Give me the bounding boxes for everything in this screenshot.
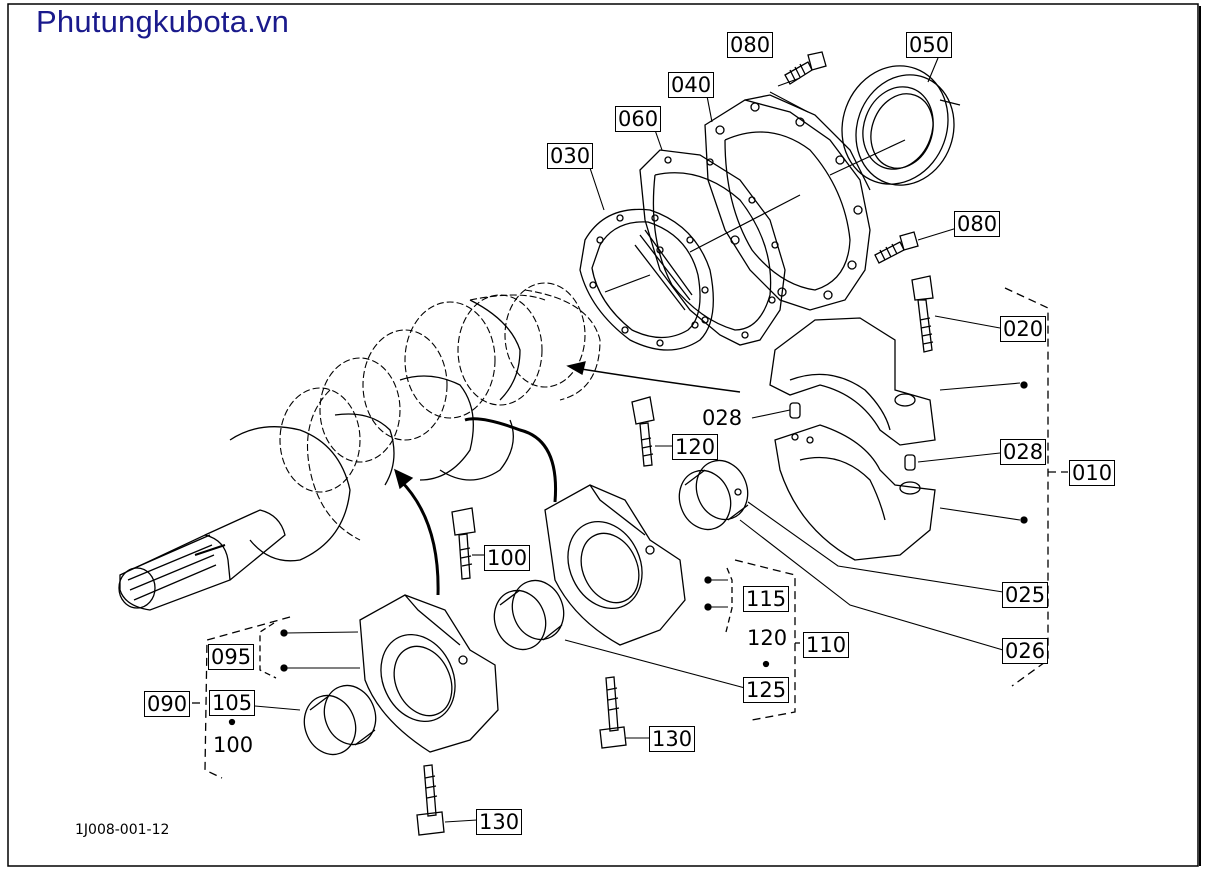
crankshaft-illustration — [279, 282, 601, 541]
bolt-120-upper — [631, 396, 655, 467]
bushing-105 — [303, 684, 377, 756]
bolt-020 — [911, 275, 934, 353]
callout-110[interactable]: 110 — [803, 632, 850, 658]
dowel-028-b — [904, 454, 916, 471]
callout-010[interactable]: 010 — [1069, 460, 1116, 486]
bearing-case-010 — [769, 317, 936, 561]
dowel-028-a — [789, 402, 801, 419]
bolt-130-middle — [599, 676, 627, 749]
callout-040[interactable]: 040 — [668, 72, 715, 98]
bushing-025 — [678, 459, 749, 531]
callout-100-bolt[interactable]: 100 — [484, 545, 531, 571]
bolt-100 — [451, 507, 476, 580]
callout-030[interactable]: 030 — [547, 143, 594, 169]
callout-120-group[interactable]: 120 — [747, 626, 788, 650]
callout-026[interactable]: 026 — [1002, 638, 1049, 664]
callout-020[interactable]: 020 — [1000, 316, 1047, 342]
callout-090[interactable]: 090 — [144, 691, 191, 717]
watermark-text: Phutungkubota.vn — [36, 4, 290, 39]
crankshaft-solid — [118, 299, 521, 611]
callout-080-top[interactable]: 080 — [727, 32, 774, 58]
callout-095[interactable]: 095 — [208, 644, 255, 670]
bearing-case-090 — [359, 594, 499, 753]
callout-105[interactable]: 105 — [209, 690, 256, 716]
bushing-125 — [493, 579, 565, 651]
callout-120-upper[interactable]: 120 — [672, 434, 719, 460]
callout-100-group[interactable]: 100 — [213, 733, 254, 757]
callout-130-lower[interactable]: 130 — [476, 809, 523, 835]
bracket-095 — [259, 622, 277, 679]
callout-028-right[interactable]: 028 — [1000, 439, 1047, 465]
bearing-case-110 — [544, 484, 686, 646]
callout-080-right[interactable]: 080 — [954, 211, 1001, 237]
bracket-115 — [725, 567, 733, 633]
bolt-080-right — [874, 231, 919, 264]
drawing-code: 1J008-001-12 — [75, 822, 170, 838]
callout-050[interactable]: 050 — [906, 32, 953, 58]
bolt-130-lower — [416, 764, 445, 836]
leader-lines — [254, 57, 1021, 823]
bracket-010 — [1004, 287, 1068, 687]
callout-125[interactable]: 125 — [743, 677, 790, 703]
diagram-border — [7, 3, 1199, 867]
callout-115[interactable]: 115 — [743, 586, 790, 612]
callout-060[interactable]: 060 — [615, 106, 662, 132]
bracket-090 — [192, 616, 291, 779]
housing-040 — [704, 94, 871, 311]
callout-028-left[interactable]: 028 — [702, 406, 743, 430]
bracket-110 — [734, 559, 800, 721]
gasket-030 — [579, 208, 714, 351]
callout-025[interactable]: 025 — [1002, 582, 1049, 608]
bolt-080-top — [784, 51, 827, 85]
oil-seal-050 — [841, 65, 961, 186]
callout-130-middle[interactable]: 130 — [649, 726, 696, 752]
